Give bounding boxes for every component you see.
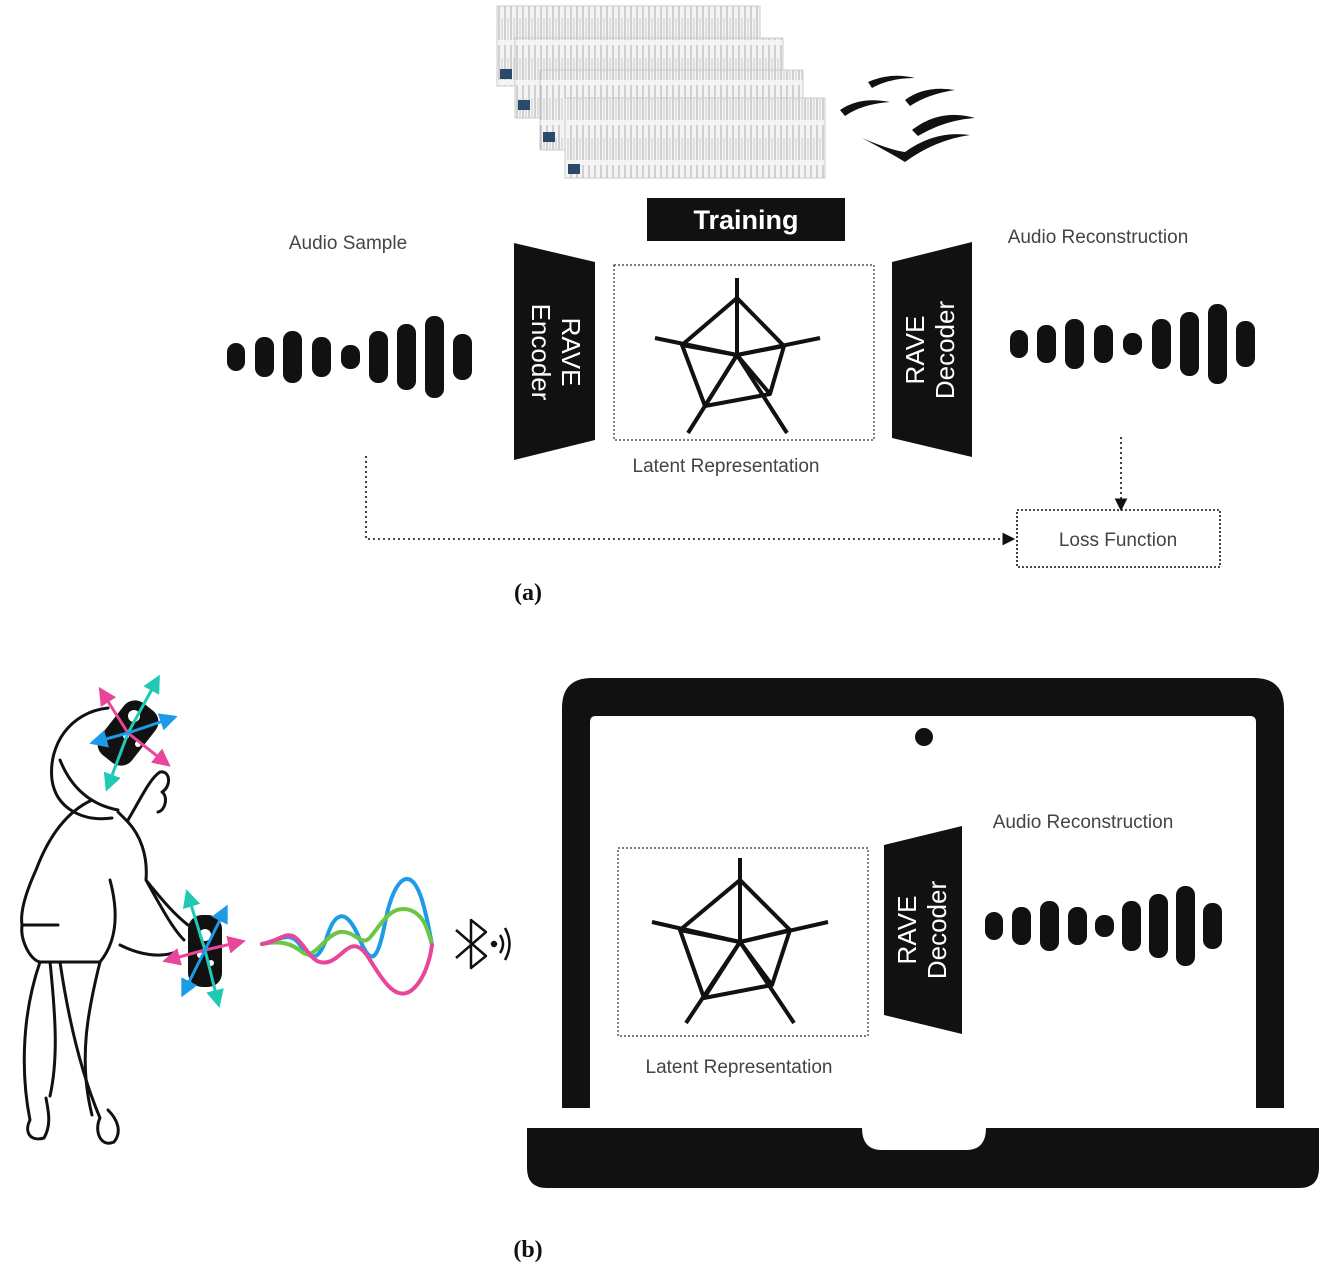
spectrogram-icon <box>564 97 826 179</box>
rave-decoder-block-b <box>884 826 962 1034</box>
latent-radar-icon <box>654 278 821 435</box>
wave-bar <box>255 337 274 377</box>
latent-box <box>613 264 875 441</box>
laptop-icon <box>527 678 1319 1188</box>
play-icon <box>518 100 530 110</box>
wave-bar <box>397 324 416 390</box>
decoder-label-line2: Decoder <box>930 301 960 400</box>
person-illustration <box>20 706 190 1145</box>
wave-bar <box>1180 312 1199 376</box>
wave-bar <box>1010 330 1028 358</box>
wave-bar <box>1208 304 1227 384</box>
motion-signal-waves <box>260 877 434 996</box>
audio-reconstruction-waveform <box>1010 304 1255 384</box>
wave-bar <box>1065 319 1084 369</box>
wave-bar <box>1176 886 1195 966</box>
wave-bar <box>1236 321 1255 367</box>
play-icon <box>500 69 512 79</box>
wave-bar <box>227 343 245 371</box>
webcam-icon <box>915 728 933 746</box>
wave-bar <box>1122 901 1141 951</box>
wave-bar <box>1203 903 1222 949</box>
birds-icon <box>840 75 975 162</box>
decoder-b-label-line1: RAVE <box>892 896 922 965</box>
latent-radar-icon <box>651 858 829 1025</box>
play-icon <box>543 132 555 142</box>
play-icon <box>568 164 580 174</box>
rave-encoder-block <box>514 243 595 460</box>
panel-b: Latent Representation RAVE Decoder Audio… <box>20 674 1319 1263</box>
panel-a: Training Audio Sample Audio Reconstructi… <box>227 5 1255 606</box>
wave-bar <box>985 912 1003 940</box>
audio-reconstruction-label-b: Audio Reconstruction <box>993 812 1174 833</box>
audio-reconstruction-label: Audio Reconstruction <box>1008 227 1189 248</box>
wave-bar <box>1040 901 1059 951</box>
loss-function-label: Loss Function <box>1059 530 1177 551</box>
encoder-label-line2: Encoder <box>526 304 556 401</box>
caption-a: (a) <box>514 580 542 606</box>
wave-bar <box>453 334 472 380</box>
wave-bar <box>369 331 388 383</box>
audio-reconstruction-waveform-b <box>985 886 1222 966</box>
wave-bar <box>1123 333 1142 355</box>
wave-bar <box>1012 907 1031 945</box>
hand-motion-arrows <box>162 889 246 1008</box>
spectrogram-stack <box>496 5 826 179</box>
wave-bar <box>312 337 331 377</box>
head-motion-arrows <box>89 674 178 792</box>
decoder-label-line1: RAVE <box>900 316 930 385</box>
loss-function-box <box>1016 509 1221 568</box>
rave-decoder-block <box>892 242 972 457</box>
encoder-label-line1: RAVE <box>556 318 586 387</box>
wave-bar <box>1037 325 1056 363</box>
wave-bar <box>283 331 302 383</box>
decoder-b-label-line2: Decoder <box>922 881 952 980</box>
wave-bar <box>1095 915 1114 937</box>
wave-bar <box>1152 319 1171 369</box>
audio-sample-waveform <box>227 316 472 398</box>
latent-box <box>617 847 869 1037</box>
wave-bar <box>1149 894 1168 958</box>
latent-label-b: Latent Representation <box>646 1057 833 1078</box>
latent-label: Latent Representation <box>633 456 820 477</box>
wave-bar <box>341 345 360 369</box>
wave-bar <box>425 316 444 398</box>
wave-bar <box>1068 907 1087 945</box>
wave-bar <box>1094 325 1113 363</box>
bluetooth-icon <box>455 918 511 970</box>
caption-b: (b) <box>513 1237 542 1263</box>
audio-sample-label: Audio Sample <box>289 233 407 254</box>
training-bar <box>647 198 845 241</box>
training-label: Training <box>693 205 798 235</box>
